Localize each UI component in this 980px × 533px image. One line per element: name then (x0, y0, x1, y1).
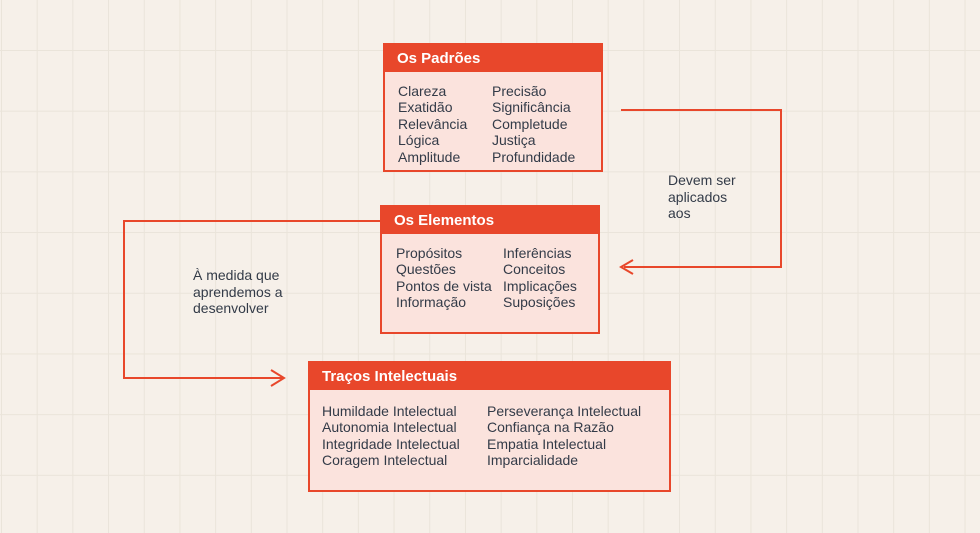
list-item: Integridade Intelectual (322, 435, 460, 452)
list-item: Precisão (492, 83, 547, 99)
list-item: Significância (492, 99, 571, 116)
list-item: Questões (396, 261, 456, 278)
standards-box-body: Clareza Exatidão Relevância Lógica Ampli… (385, 71, 601, 165)
standards-box-header: Os Padrões (384, 44, 602, 72)
list-item: Justiça (492, 132, 536, 149)
traits-box-body: Humildade Intelectual Autonomia Intelect… (310, 389, 669, 469)
list-item: Profundidade (492, 148, 576, 165)
list-item: Propósitos (396, 245, 463, 261)
list-item: Imparcialidade (487, 452, 579, 469)
connector-label-apply: Devem ser aplicados aos (668, 172, 736, 221)
list-item: Suposições (503, 294, 576, 311)
list-item: Amplitude (398, 148, 461, 165)
elements-column-left: Propósitos Questões Pontos de vista Info… (396, 245, 503, 311)
list-item: Informação (396, 294, 467, 311)
list-item: Perseverança Intelectual (487, 403, 642, 419)
arrow-right-icon (270, 369, 286, 387)
elements-box: Os Elementos Propósitos Questões Pontos … (380, 205, 600, 334)
list-item: Autonomia Intelectual (322, 419, 457, 436)
traits-box: Traços Intelectuais Humildade Intelectua… (308, 361, 671, 492)
standards-box: Os Padrões Clareza Exatidão Relevância L… (383, 43, 603, 172)
standards-column-left: Clareza Exatidão Relevância Lógica Ampli… (398, 83, 492, 165)
traits-column-left: Humildade Intelectual Autonomia Intelect… (322, 403, 487, 469)
list-item: Completude (492, 115, 568, 132)
list-item: Conceitos (503, 261, 566, 278)
list-item: Exatidão (398, 99, 453, 116)
list-item: Confiança na Razão (487, 419, 614, 436)
list-item: Humildade Intelectual (322, 403, 457, 419)
elements-box-body: Propósitos Questões Pontos de vista Info… (382, 233, 598, 311)
list-item: Coragem Intelectual (322, 452, 448, 469)
elements-box-title: Os Elementos (394, 211, 495, 229)
traits-box-header: Traços Intelectuais (309, 362, 670, 390)
elements-box-header: Os Elementos (381, 206, 599, 234)
list-item: Implicações (503, 277, 577, 294)
list-item: Clareza (398, 83, 447, 99)
list-item: Pontos de vista (396, 277, 492, 294)
elements-column-right: Inferências Conceitos Implicações Suposi… (503, 245, 577, 311)
list-item: Empatia Intelectual (487, 435, 607, 452)
list-item: Relevância (398, 115, 468, 132)
arrow-left-icon (619, 259, 634, 275)
standards-box-title: Os Padrões (397, 49, 481, 67)
standards-column-right: Precisão Significância Completude Justiç… (492, 83, 575, 165)
traits-column-right: Perseverança Intelectual Confiança na Ra… (487, 403, 641, 469)
list-item: Inferências (503, 245, 572, 261)
traits-box-title: Traços Intelectuais (322, 367, 458, 385)
list-item: Lógica (398, 132, 440, 149)
connector-label-develop: À medida que aprendemos a desenvolver (193, 267, 283, 316)
